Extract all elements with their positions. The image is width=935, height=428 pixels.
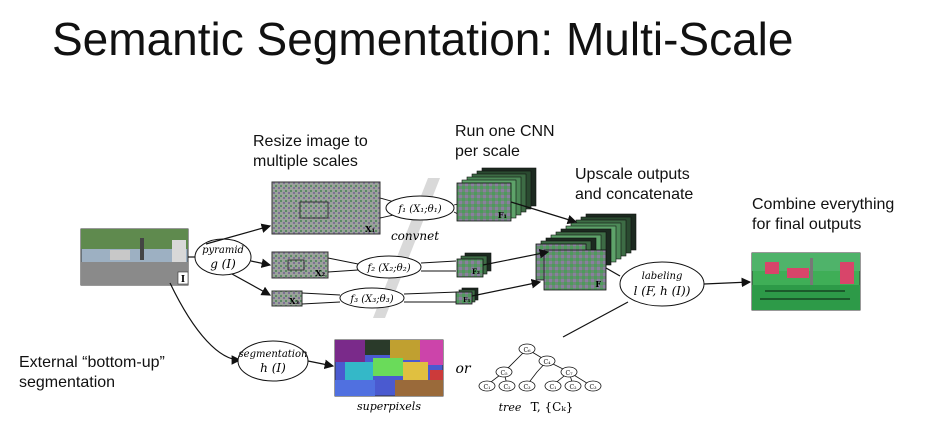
arrow-f3-upscale	[471, 278, 542, 297]
tree-node: C₁	[550, 384, 557, 391]
segmentation-label: segmentation	[239, 349, 308, 360]
convnet-2: f₂ (X₂;θ₂)	[327, 255, 457, 279]
f1-stack-label: F₁	[498, 210, 507, 220]
input-label: I	[181, 275, 185, 285]
labeling-label: labeling	[642, 271, 683, 282]
final-output-image	[751, 252, 861, 311]
g-func-label: g (I)	[210, 257, 236, 271]
f2-stack-label: F₂	[472, 267, 480, 276]
arrow-f1-upscale	[510, 201, 578, 225]
tree-node: C₂	[504, 384, 512, 391]
tree-node: C₃	[524, 384, 532, 391]
tree-node: C₇	[566, 370, 574, 377]
x3-label: X₃	[289, 296, 299, 306]
feature-stack-f2: F₂	[456, 252, 492, 278]
convnet-1: f₁ (X₁;θ₁)	[379, 195, 459, 221]
arrow-segmentation-superpixels	[307, 359, 335, 370]
arrow-pyramid-x2	[250, 258, 272, 268]
label-cnn-line2: per scale	[455, 143, 520, 160]
tree-node: C₃	[590, 384, 598, 391]
label-resize: Resize image to multiple scales	[253, 132, 368, 172]
upscaled-stacks: F	[535, 213, 637, 291]
slide-title: Semantic Segmentation: Multi-Scale	[52, 13, 794, 65]
feature-stack-f1: F₁	[456, 167, 537, 222]
label-combine: Combine everything for final outputs	[752, 195, 894, 235]
label-combine-line1: Combine everything	[752, 196, 895, 213]
scale-image-2: X₂	[271, 251, 329, 279]
label-upscale-line2: and concatenate	[575, 186, 694, 203]
f3-stack-label: F₃	[463, 297, 470, 304]
tree-node: C₅	[501, 370, 509, 377]
label-upscale-line1: Upscale outputs	[575, 166, 690, 183]
f2-label: f₂ (X₂;θ₂)	[366, 263, 410, 274]
tree-node: C₂	[570, 384, 578, 391]
convnet-3: f₃ (X₃;θ₃)	[301, 287, 459, 309]
arrow-pyramid-x1	[205, 223, 272, 245]
arrow-input-segmentation	[169, 282, 242, 365]
scale-image-3: X₃	[271, 290, 303, 307]
tree-node: C₆	[524, 347, 532, 354]
f1-label: f₁ (X₁;θ₁)	[397, 204, 441, 215]
feature-stack-f3: F₃	[455, 287, 479, 305]
arrow-pyramid-x3	[231, 273, 272, 296]
x1-label: X₁	[365, 224, 375, 234]
tree-set-label: T, {Cₖ}	[531, 400, 574, 414]
tree-node: C₁	[484, 384, 491, 391]
h-func-label: h (I)	[260, 361, 286, 375]
segmentation-tree: C₆ C₄ C₅ C₇ C₁ C₂ C₃ C₁ C₂ C₃	[478, 343, 602, 392]
superpixels-image	[334, 339, 444, 397]
F-stack-label: F	[595, 279, 601, 289]
label-cnn: Run one CNN per scale	[455, 122, 555, 162]
arrow-f2-upscale	[482, 248, 550, 266]
label-combine-line2: for final outputs	[752, 216, 862, 233]
scale-image-1: X₁	[271, 181, 381, 235]
label-external-line2: segmentation	[19, 374, 116, 391]
label-resize-line2: multiple scales	[253, 153, 358, 170]
x2-label: X₂	[315, 268, 325, 278]
arrow-tree-labeling	[562, 301, 629, 338]
superpixels-label: superpixels	[357, 400, 421, 413]
label-upscale: Upscale outputs and concatenate	[575, 165, 693, 205]
f3-label: f₃ (X₃;θ₃)	[349, 294, 393, 305]
tree-node: C₄	[544, 359, 552, 366]
input-image: I	[80, 228, 189, 286]
l-func-label: l (F, h (I))	[634, 284, 691, 298]
label-external: External “bottom-up” segmentation	[19, 353, 165, 393]
convnet-label: convnet	[391, 229, 439, 243]
pyramid-label: pyramid	[202, 245, 244, 256]
tree-label: tree	[499, 401, 522, 414]
or-label: or	[455, 361, 471, 377]
arrow-labeling-output	[703, 277, 752, 288]
arrow-upscale-labeling	[605, 267, 621, 277]
label-external-line1: External “bottom-up”	[19, 354, 165, 371]
label-cnn-line1: Run one CNN	[455, 123, 555, 140]
label-resize-line1: Resize image to	[253, 133, 368, 150]
